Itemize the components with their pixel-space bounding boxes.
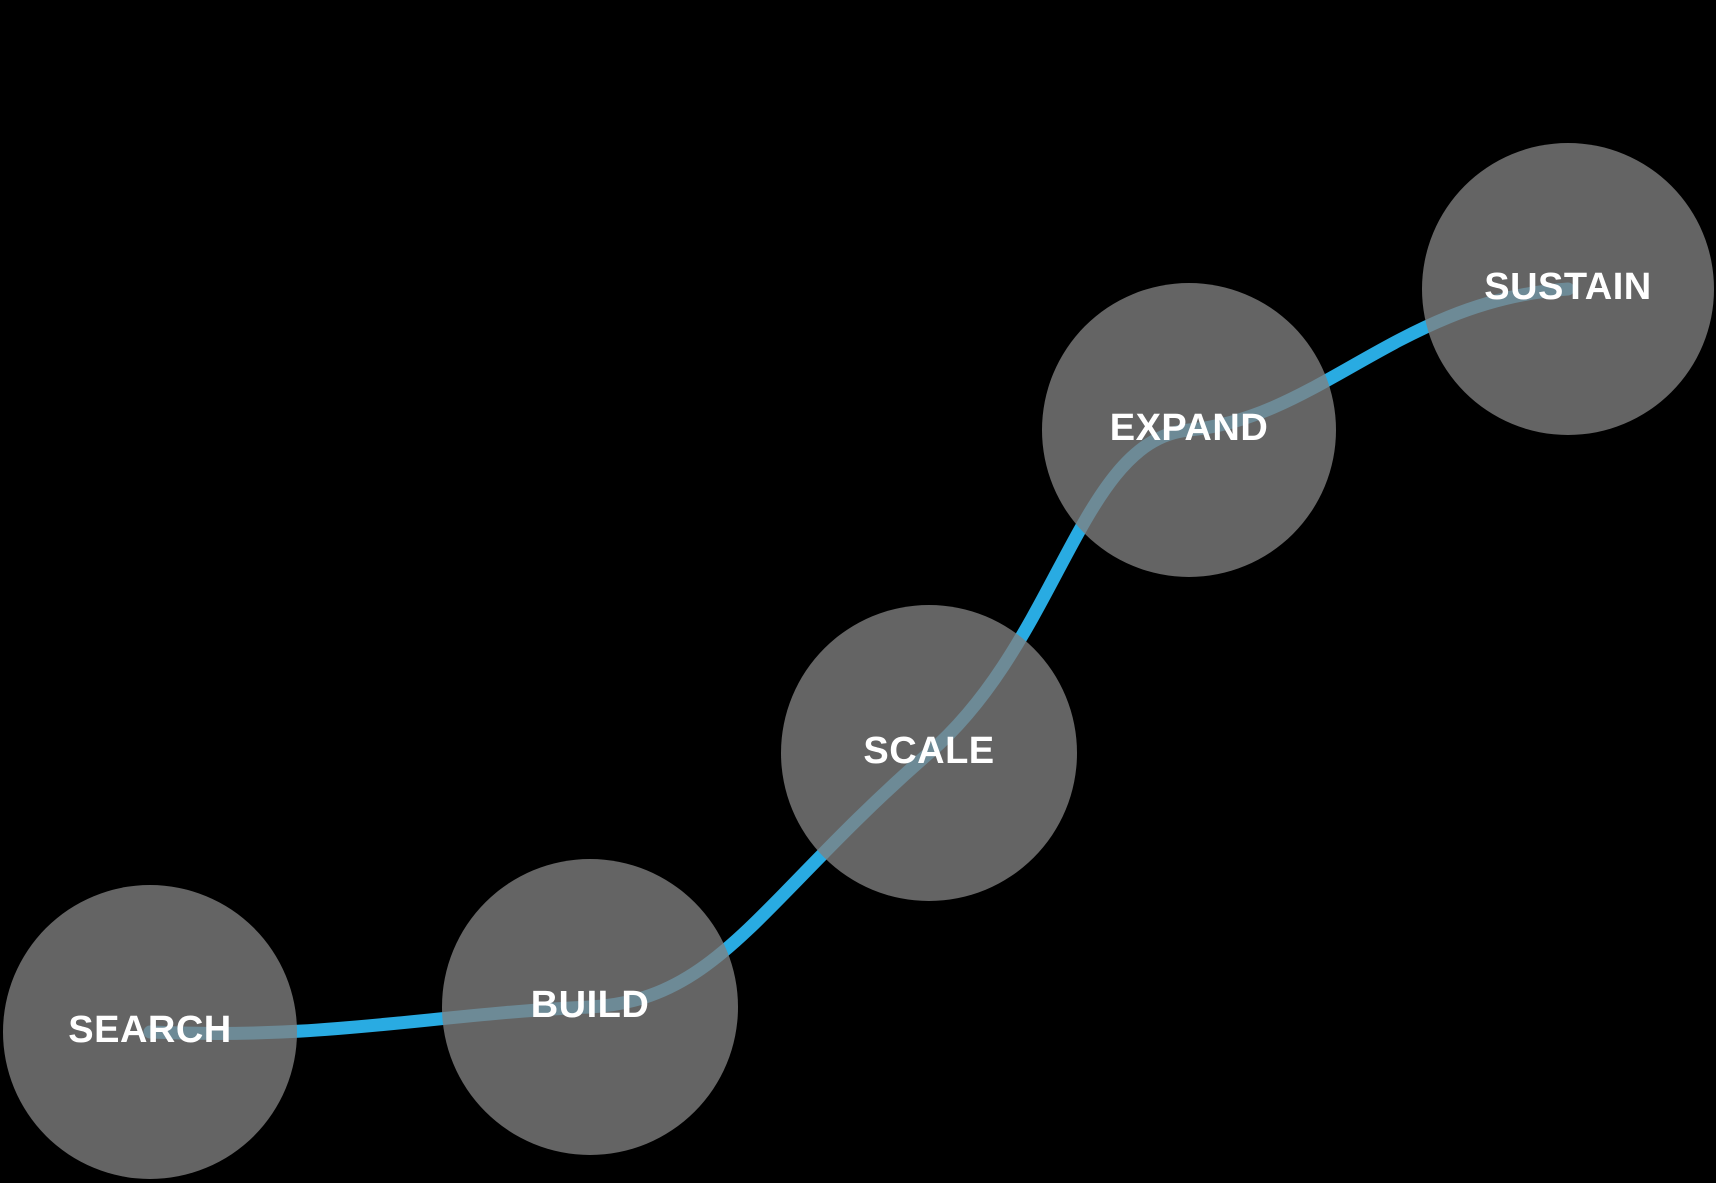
stage-circle-expand[interactable] [1042, 283, 1336, 577]
stage-label-scale: SCALE [863, 730, 994, 772]
stage-circle-build[interactable] [442, 859, 738, 1155]
stage-circle-sustain[interactable] [1422, 143, 1714, 435]
stage-circle-search[interactable] [3, 885, 297, 1179]
stage-label-sustain: SUSTAIN [1484, 266, 1651, 308]
stage-node-expand[interactable]: EXPAND [1042, 283, 1336, 577]
stage-label-search: SEARCH [68, 1009, 231, 1051]
stage-label-expand: EXPAND [1110, 407, 1269, 449]
stage-node-sustain[interactable]: SUSTAIN [1422, 143, 1714, 435]
stage-node-scale[interactable]: SCALE [781, 605, 1077, 901]
stage-label-build: BUILD [531, 984, 650, 1026]
stage-node-search[interactable]: SEARCH [3, 885, 297, 1179]
stage-circle-scale[interactable] [781, 605, 1077, 901]
stage-node-build[interactable]: BUILD [442, 859, 738, 1155]
